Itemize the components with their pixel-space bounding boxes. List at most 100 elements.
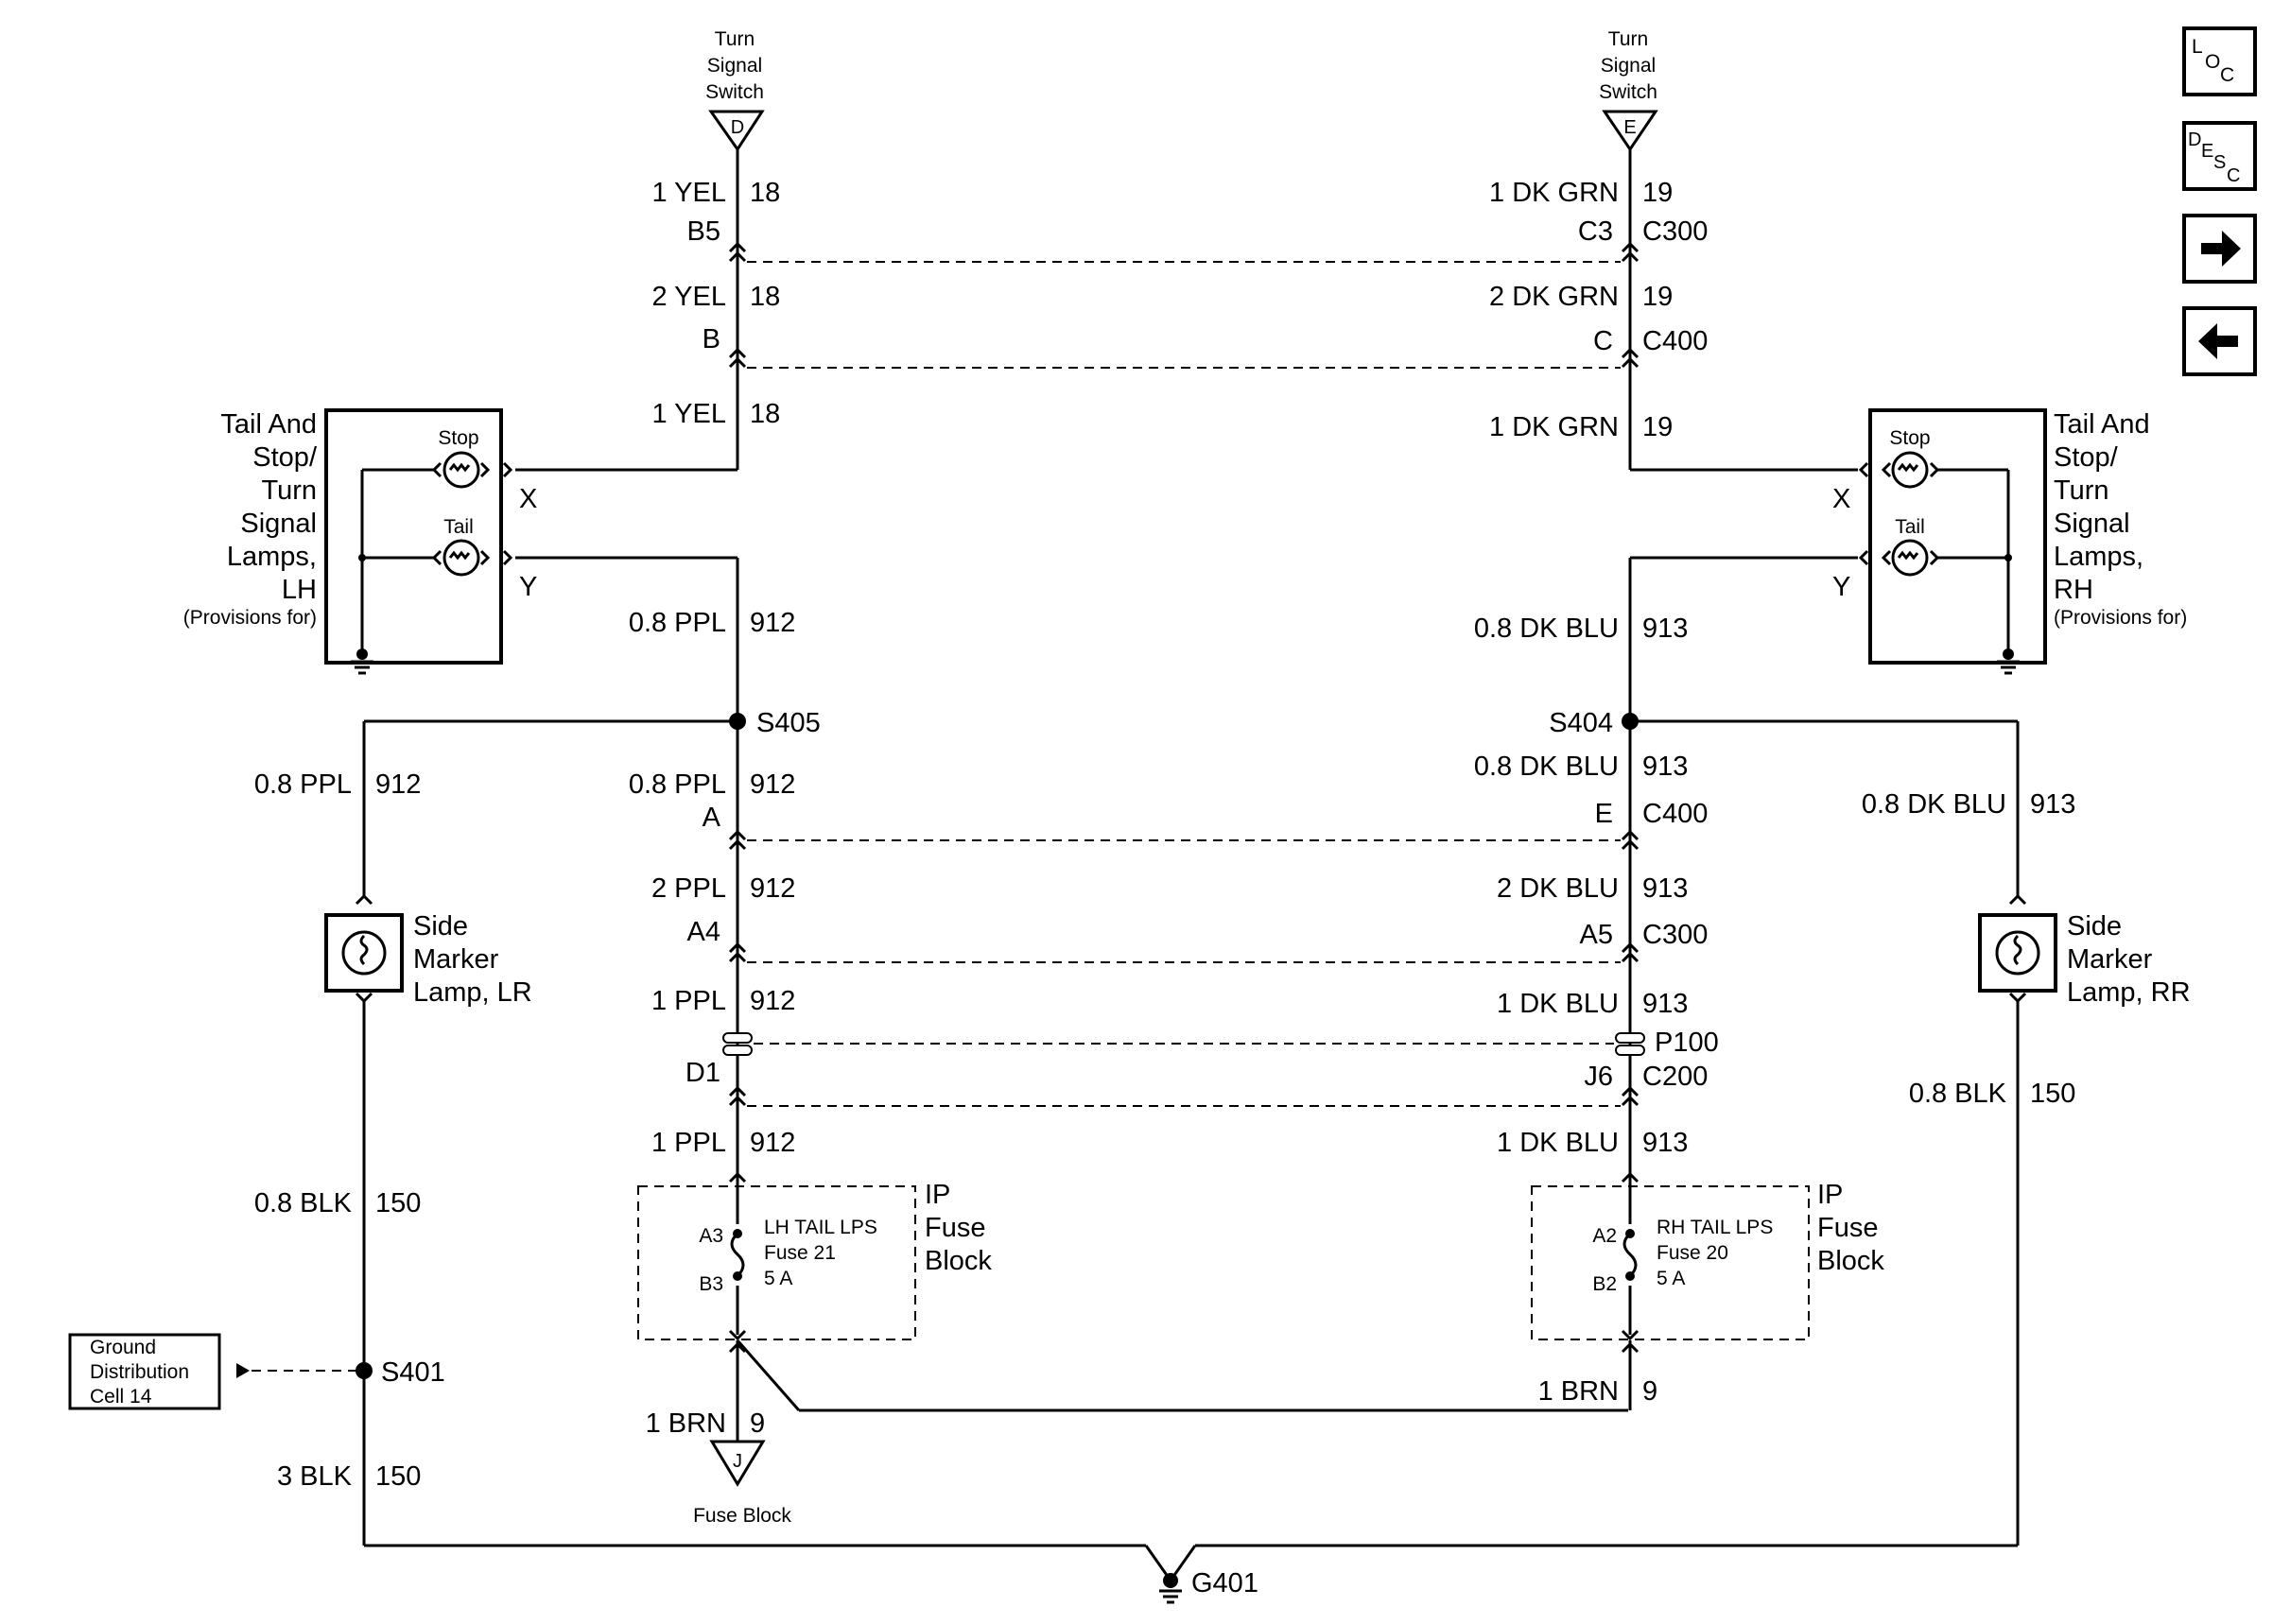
connector-dashed-lines — [747, 261, 1621, 1107]
svg-text:0.8 BLK: 0.8 BLK — [1909, 1079, 2007, 1109]
left-connector-marks — [728, 241, 747, 1354]
svg-text:19: 19 — [1642, 178, 1673, 208]
svg-text:19: 19 — [1642, 412, 1673, 442]
svg-text:Fuse: Fuse — [925, 1213, 985, 1243]
right-connector-marks — [1621, 241, 1640, 1354]
svg-text:Marker: Marker — [413, 944, 499, 975]
svg-text:Signal: Signal — [1601, 55, 1656, 77]
svg-text:912: 912 — [375, 769, 421, 800]
svg-text:Fuse Block: Fuse Block — [693, 1505, 791, 1527]
svg-text:Lamp, RR: Lamp, RR — [2067, 977, 2191, 1008]
ip-fuse-block-rh: A2 B2 RH TAIL LPS Fuse 20 5 A IP Fuse Bl… — [1531, 1180, 1884, 1340]
svg-text:2 DK BLU: 2 DK BLU — [1497, 873, 1619, 904]
svg-text:Fuse 20: Fuse 20 — [1657, 1242, 1728, 1264]
svg-text:912: 912 — [750, 1128, 795, 1158]
left-wire-path — [515, 149, 1628, 1442]
svg-text:912: 912 — [750, 608, 795, 638]
svg-text:Block: Block — [1817, 1246, 1884, 1276]
forward-arrow-icon[interactable] — [2182, 214, 2257, 284]
svg-text:0.8 DK BLU: 0.8 DK BLU — [1474, 752, 1619, 782]
svg-text:S: S — [2213, 152, 2226, 173]
svg-text:1 YEL: 1 YEL — [652, 178, 726, 208]
svg-text:B2: B2 — [1592, 1273, 1617, 1295]
ground-distribution-ref[interactable]: Ground Distribution Cell 14 — [68, 1333, 357, 1410]
svg-text:0.8 PPL: 0.8 PPL — [629, 769, 726, 800]
fuse-block-j: J Fuse Block — [693, 1440, 791, 1527]
svg-text:D: D — [731, 117, 744, 138]
svg-text:0.8 DK BLU: 0.8 DK BLU — [1474, 613, 1619, 644]
svg-text:Signal: Signal — [240, 509, 317, 539]
svg-text:Tail: Tail — [443, 516, 474, 538]
svg-text:Ground: Ground — [90, 1337, 156, 1358]
svg-text:L: L — [2192, 36, 2203, 58]
svg-text:912: 912 — [750, 873, 795, 904]
svg-text:B: B — [703, 324, 720, 354]
svg-text:Block: Block — [925, 1246, 992, 1276]
ground-g401: G401 — [1144, 1545, 1258, 1604]
svg-text:1 DK BLU: 1 DK BLU — [1497, 989, 1619, 1019]
svg-text:Signal: Signal — [707, 55, 762, 77]
svg-text:912: 912 — [750, 986, 795, 1016]
svg-text:913: 913 — [1642, 752, 1688, 782]
svg-text:Tail And: Tail And — [2054, 409, 2150, 440]
svg-text:1 DK BLU: 1 DK BLU — [1497, 1128, 1619, 1158]
svg-text:IP: IP — [1817, 1180, 1843, 1210]
svg-text:Turn: Turn — [715, 28, 755, 50]
svg-text:E: E — [2201, 141, 2213, 162]
svg-text:9: 9 — [750, 1408, 765, 1439]
svg-text:18: 18 — [750, 399, 780, 429]
right-side-branch: 0.8 DK BLU 913 0.8 BLK 150 — [1195, 719, 2075, 1547]
svg-text:A: A — [703, 803, 721, 833]
svg-text:2 YEL: 2 YEL — [652, 282, 726, 312]
svg-text:913: 913 — [1642, 613, 1688, 644]
svg-text:Tail And: Tail And — [220, 409, 317, 440]
svg-text:Switch: Switch — [705, 81, 764, 103]
svg-text:2 DK GRN: 2 DK GRN — [1489, 282, 1619, 312]
svg-text:X: X — [1832, 484, 1850, 514]
svg-text:1 PPL: 1 PPL — [651, 986, 726, 1016]
svg-text:S404: S404 — [1549, 708, 1613, 738]
svg-text:5 A: 5 A — [1657, 1268, 1685, 1289]
svg-text:C: C — [2227, 165, 2240, 186]
svg-text:Side: Side — [2067, 911, 2122, 942]
svg-text:E: E — [1595, 799, 1613, 829]
svg-text:(Provisions for): (Provisions for) — [183, 607, 317, 629]
loc-button[interactable]: LOC — [2182, 26, 2257, 96]
p100-grommet-right — [1615, 1032, 1645, 1056]
svg-text:2 PPL: 2 PPL — [651, 873, 726, 904]
svg-text:LH: LH — [282, 575, 317, 605]
svg-text:1 BRN: 1 BRN — [1538, 1376, 1619, 1407]
svg-text:Y: Y — [519, 572, 537, 602]
svg-text:B3: B3 — [699, 1273, 723, 1295]
side-marker-lamp-lr: Side Marker Lamp, LR — [324, 911, 532, 1008]
svg-text:913: 913 — [2030, 789, 2075, 820]
svg-text:LH TAIL LPS: LH TAIL LPS — [764, 1217, 877, 1238]
svg-text:Turn: Turn — [1608, 28, 1648, 50]
svg-text:C3: C3 — [1578, 216, 1613, 247]
svg-text:1 DK GRN: 1 DK GRN — [1489, 178, 1619, 208]
svg-text:912: 912 — [750, 769, 795, 800]
svg-text:X: X — [519, 484, 537, 514]
svg-text:C300: C300 — [1642, 920, 1708, 950]
svg-text:Turn: Turn — [2054, 475, 2109, 506]
svg-text:Marker: Marker — [2067, 944, 2153, 975]
ip-fuse-block-lh: A3 B3 LH TAIL LPS Fuse 21 5 A IP Fuse Bl… — [637, 1180, 992, 1340]
svg-text:O: O — [2205, 51, 2220, 73]
svg-text:C400: C400 — [1642, 799, 1708, 829]
back-arrow-icon[interactable] — [2182, 306, 2257, 376]
svg-text:9: 9 — [1642, 1376, 1657, 1407]
svg-text:Turn: Turn — [261, 475, 317, 506]
svg-text:Stop/: Stop/ — [252, 442, 318, 473]
splice-s401 — [356, 1362, 373, 1379]
svg-text:Side: Side — [413, 911, 468, 942]
svg-text:G401: G401 — [1191, 1568, 1258, 1598]
svg-text:Distribution: Distribution — [90, 1361, 189, 1383]
svg-text:C: C — [1593, 326, 1613, 356]
svg-text:913: 913 — [1642, 873, 1688, 904]
svg-text:913: 913 — [1642, 989, 1688, 1019]
svg-text:913: 913 — [1642, 1128, 1688, 1158]
svg-text:RH: RH — [2054, 575, 2093, 605]
svg-text:Switch: Switch — [1599, 81, 1657, 103]
